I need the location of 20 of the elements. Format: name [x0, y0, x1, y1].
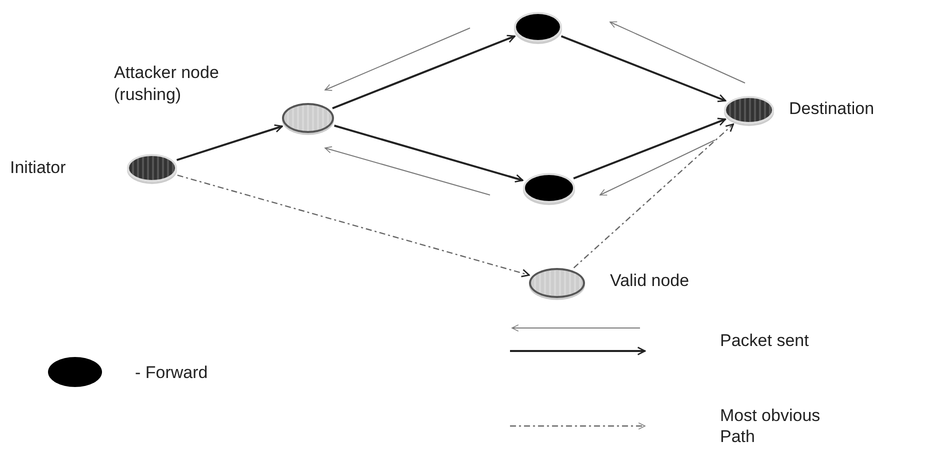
arrow	[332, 34, 516, 110]
legend-text: - Forward	[135, 362, 208, 384]
arrow	[334, 124, 524, 182]
node-label: Destination	[789, 98, 874, 120]
network-node	[514, 12, 562, 42]
arrow	[573, 123, 734, 268]
network-node	[282, 103, 334, 133]
network-node	[127, 154, 177, 182]
network-node	[523, 173, 575, 203]
legend-text: Packet sent	[720, 330, 809, 352]
node-label: Initiator	[10, 157, 67, 179]
node-label: Valid node	[610, 270, 690, 292]
arrow	[176, 124, 283, 162]
legend-text: Most obvious Path	[720, 405, 822, 448]
node-label: Attacker node (rushing)	[114, 62, 220, 106]
network-node	[529, 268, 585, 298]
arrow	[177, 174, 530, 278]
arrow	[560, 35, 726, 102]
arrow	[573, 118, 726, 180]
network-node	[724, 96, 774, 124]
